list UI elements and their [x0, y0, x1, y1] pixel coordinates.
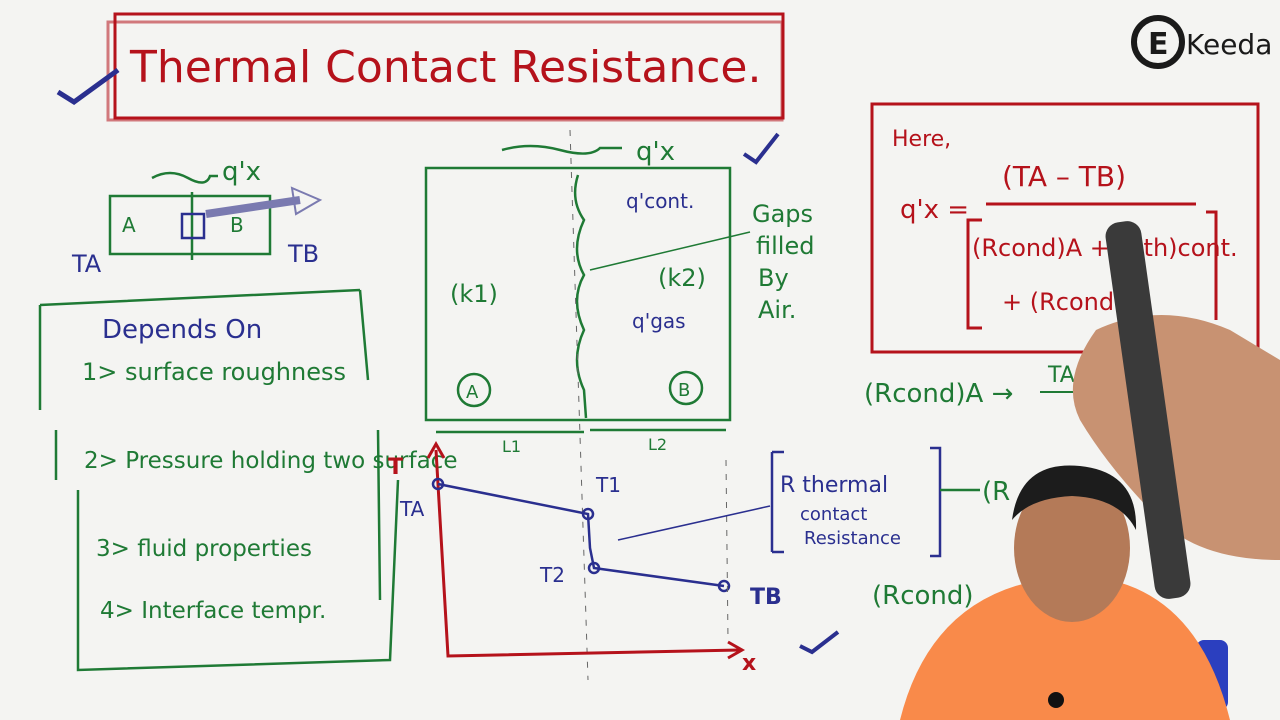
- presenter-shirt: [900, 580, 1230, 720]
- l1-label: L1: [502, 437, 521, 456]
- resistance-label-3: Resistance: [804, 528, 901, 549]
- t2-point-label: T2: [539, 563, 565, 587]
- right-note-2: (R: [982, 477, 1010, 507]
- check-icon: [742, 132, 780, 165]
- formula-denominator-2: + (Rcond: [1002, 288, 1114, 316]
- right-note-1: (Rcond)A →: [864, 379, 1013, 409]
- gas-flux: q'gas: [632, 309, 686, 333]
- depends-item-3: 3> fluid properties: [96, 536, 312, 562]
- marker-pen: [1105, 221, 1191, 599]
- depends-box: Depends On 1> surface roughness 2> Press…: [38, 288, 457, 672]
- logo-text: Keeda: [1186, 28, 1272, 61]
- page-title: Thermal Contact Resistance.: [129, 42, 761, 93]
- ta-point-label: TA: [399, 497, 425, 521]
- block-a-label: A: [122, 213, 136, 237]
- temp-b-label: TB: [287, 240, 319, 268]
- y-axis-label: T: [388, 455, 403, 480]
- contact-flux: q'cont.: [626, 189, 694, 213]
- formula-lhs: q'x =: [900, 195, 969, 225]
- resistance-label-2: contact: [800, 504, 867, 525]
- block-a-circle-label: A: [466, 382, 479, 403]
- gaps-note-1: Gaps: [752, 200, 813, 228]
- temp-a-label: TA: [71, 250, 102, 278]
- left-heat-flux: q'x: [222, 157, 261, 187]
- block-b-label: B: [230, 213, 244, 237]
- gaps-note-3: By: [758, 264, 789, 292]
- right-note-3: (Rcond): [872, 581, 974, 611]
- left-diagram: q'x A B TA TB: [71, 157, 323, 278]
- x-axis-label: x: [742, 651, 756, 676]
- formula-numerator: (TA – TB): [1002, 160, 1126, 193]
- check-icon: [56, 67, 120, 106]
- depends-item-2: 2> Pressure holding two surface: [84, 448, 457, 474]
- presenter: [900, 221, 1280, 720]
- formula-box: Here, q'x = (TA – TB) (Rcond)A + (Rth)co…: [870, 102, 1260, 354]
- t1-point-label: T1: [595, 473, 621, 497]
- block-b-circle-label: B: [678, 380, 690, 401]
- depends-item-1: 1> surface roughness: [82, 358, 346, 386]
- depends-item-4: 4> Interface tempr.: [100, 598, 326, 624]
- lapel-mic: [1048, 692, 1064, 708]
- gaps-note-2: filled: [756, 232, 814, 260]
- gaps-note-4: Air.: [758, 296, 796, 324]
- k1-label: (k1): [450, 280, 498, 308]
- logo-mark: E: [1148, 27, 1169, 62]
- l2-label: L2: [648, 435, 667, 454]
- ekeeda-logo: E Keeda: [1131, 15, 1272, 69]
- here-label: Here,: [892, 127, 951, 152]
- tb-point-label: TB: [750, 585, 782, 610]
- resistance-label-1: R thermal: [780, 473, 888, 498]
- temperature-plot: T x TA T1 T2 TB R thermal contact Resist…: [388, 440, 980, 676]
- depends-heading: Depends On: [102, 315, 262, 345]
- title-box: Thermal Contact Resistance.: [56, 12, 785, 122]
- top-heat-flux: q'x: [636, 137, 675, 167]
- check-icon: [799, 630, 840, 655]
- presenter-face: [1014, 474, 1130, 622]
- presenter-hand: [1072, 315, 1280, 560]
- center-diagram: q'x q'cont. q'gas (k1) (k2) A B L1 L2 Ga…: [424, 129, 814, 681]
- presenter-hair: [1012, 465, 1137, 530]
- formula-denominator-1: (Rcond)A + (Rth)cont.: [972, 234, 1238, 262]
- k2-label: (k2): [658, 264, 706, 292]
